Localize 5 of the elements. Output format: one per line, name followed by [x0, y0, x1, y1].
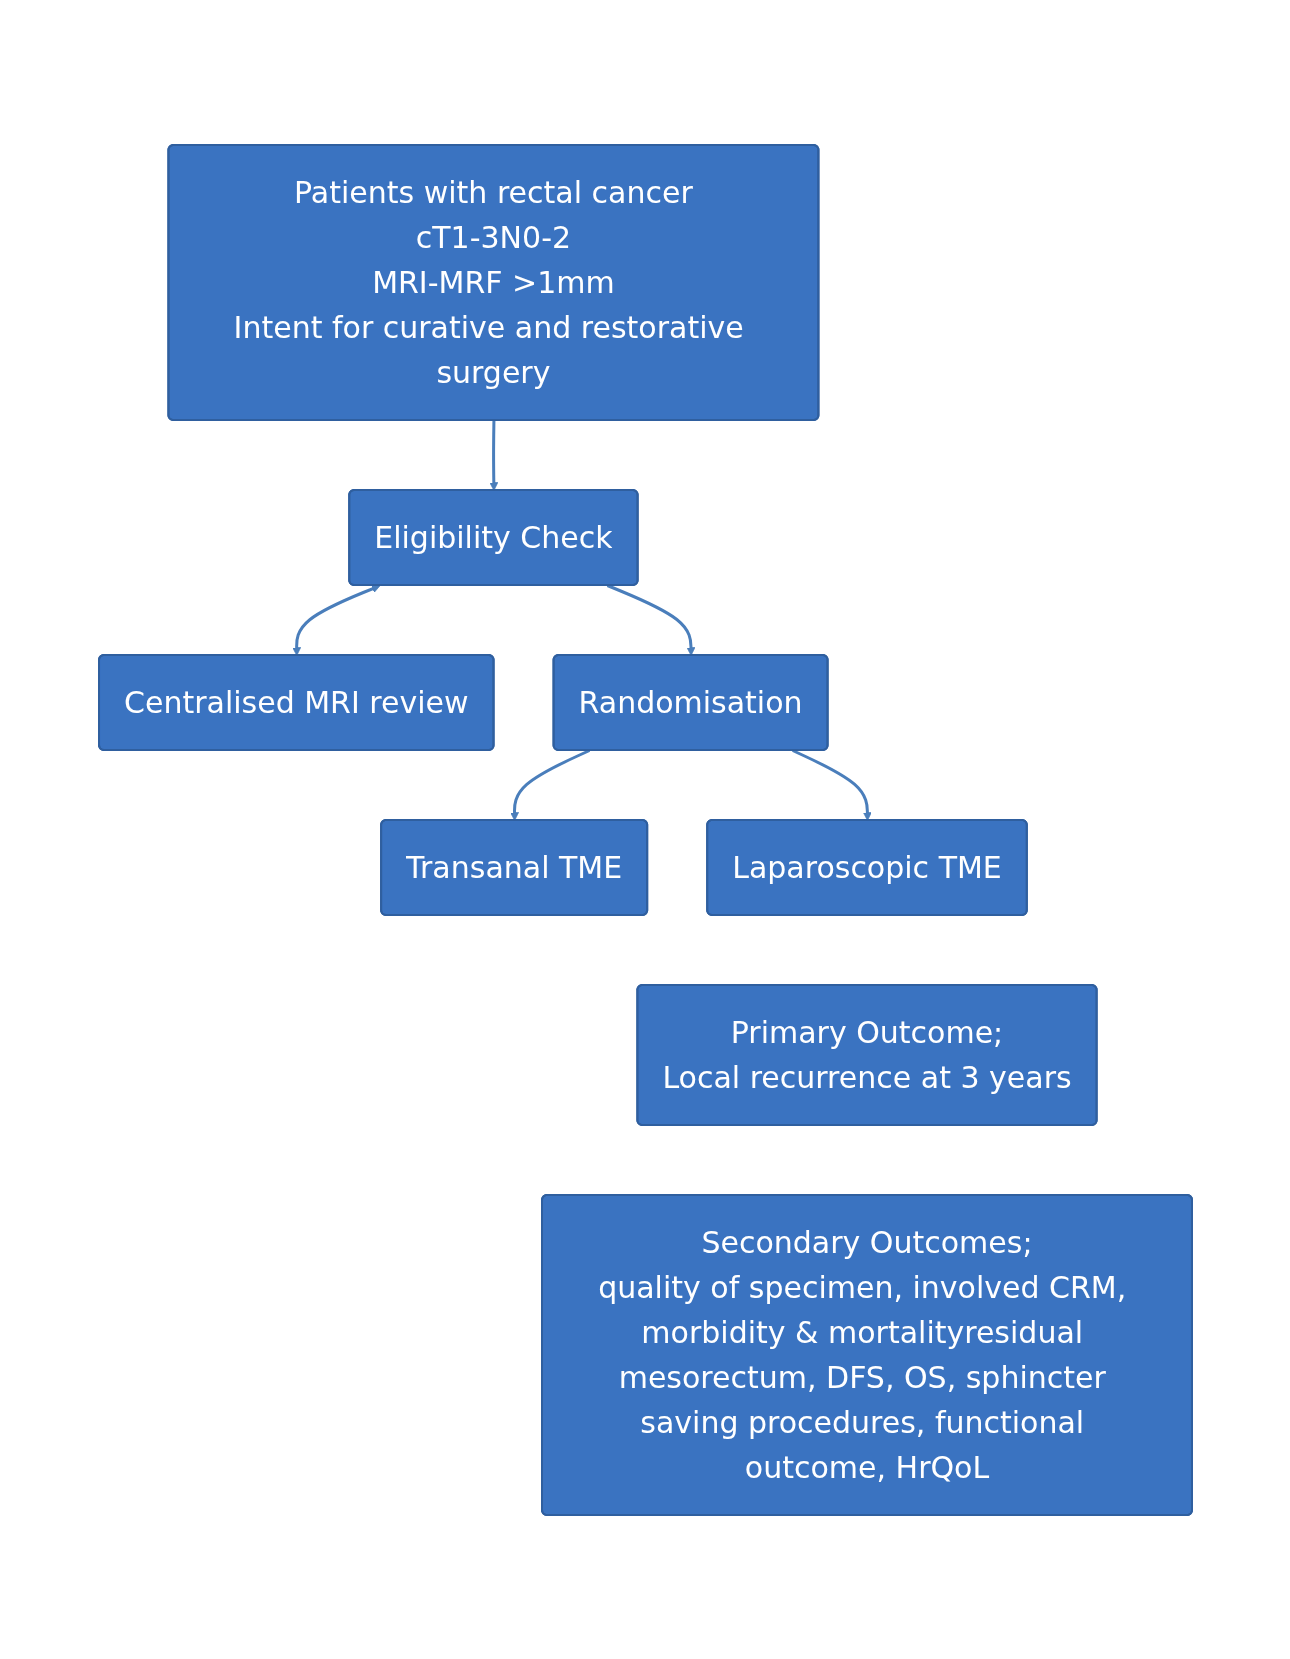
arrow	[791, 748, 872, 821]
arrow	[291, 584, 380, 656]
arrow	[488, 419, 498, 491]
arrow	[509, 748, 590, 821]
arrow	[606, 583, 695, 656]
